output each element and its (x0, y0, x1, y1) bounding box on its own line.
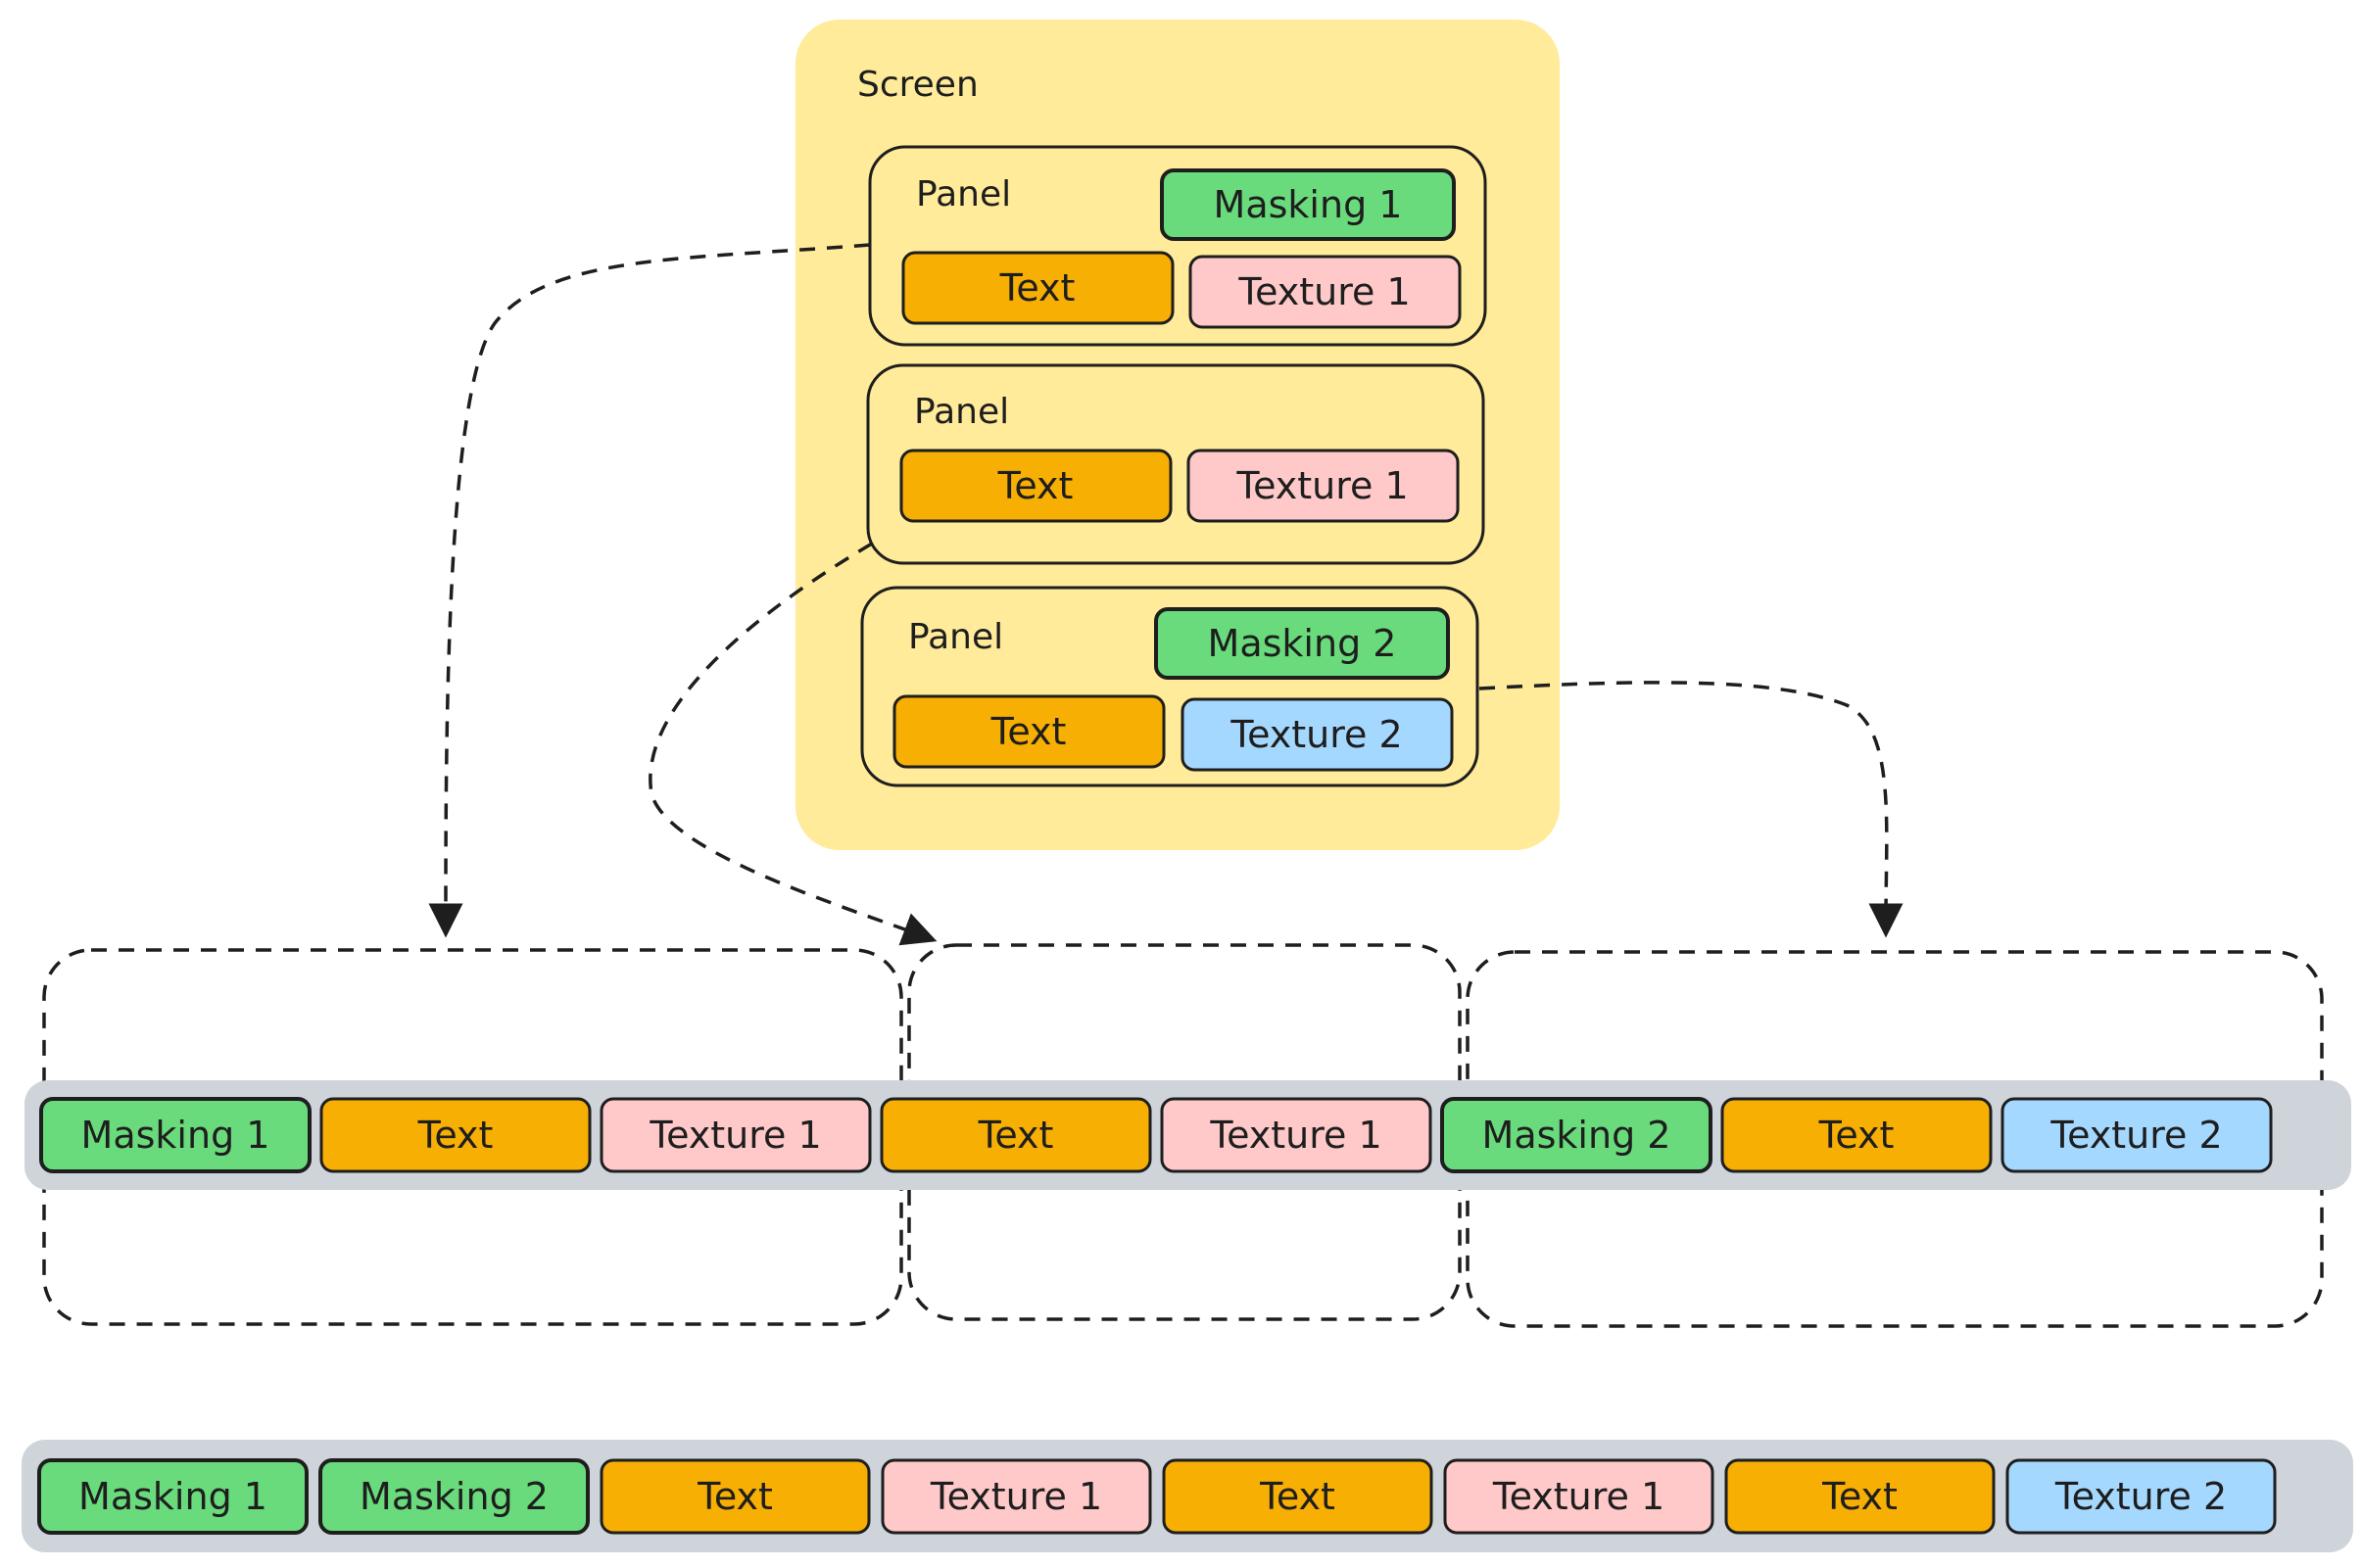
panel-2-texture: Texture 1 (1186, 449, 1460, 523)
flattened-row-item-box (2000, 1097, 2273, 1173)
sorted-row-item-box (37, 1458, 309, 1535)
panel-1-text-box (901, 251, 1175, 325)
sorted-row-item-label: Texture 1 (930, 1475, 1102, 1518)
sorted-row-item-label: Masking 1 (78, 1475, 267, 1518)
panel-3-masking-box (1154, 607, 1450, 680)
flattened-row-item-label: Texture 1 (649, 1114, 821, 1157)
arrow-panel-2-to-group (649, 542, 938, 946)
flattened-row-item-texture-2: Texture 2 (2000, 1097, 2273, 1173)
flattened-batch-row: Masking 1 Text Texture 1 Text Texture 1 Maski… (24, 1080, 2351, 1190)
sorted-row-item-box (318, 1458, 590, 1535)
panel-1-masking: Masking 1 (1160, 168, 1456, 241)
panel-1-title: Panel (916, 174, 1011, 214)
panel-1-text-label: Text (999, 266, 1076, 309)
panel-2-text-label: Text (997, 464, 1074, 507)
flattened-row-item-text: Text (319, 1097, 592, 1173)
arrow-panel-3-to-group (1478, 681, 1904, 938)
sorted-row-item-box (1724, 1458, 1996, 1535)
panel-2-frame (866, 363, 1485, 565)
panel-3-text-label: Text (990, 710, 1067, 753)
panel-3-text: Text (892, 694, 1166, 769)
flattened-row-item-box (880, 1097, 1152, 1173)
flattened-row-item-box (39, 1097, 312, 1173)
flattened-row-item-box (1160, 1097, 1432, 1173)
sorted-row-item-label: Texture 2 (2054, 1475, 2227, 1518)
panel-3-title: Panel (908, 617, 1003, 657)
flattened-row-item-label: Text (1818, 1114, 1895, 1157)
panel-1-masking-box (1160, 168, 1456, 241)
sorted-row-item-texture-1: Texture 1 (881, 1458, 1152, 1535)
screen: Screen Panel Masking 1 Text Texture 1 Pa… (795, 20, 1560, 850)
sorted-row-item-masking: Masking 2 (318, 1458, 590, 1535)
sorted-row-item-masking: Masking 1 (37, 1458, 309, 1535)
panel-2-text: Text (899, 449, 1173, 523)
panel-3-frame (860, 586, 1479, 787)
panel-3-texture-label: Texture 2 (1229, 713, 1402, 756)
panel-2-texture-label: Texture 1 (1235, 464, 1408, 507)
sorted-row-items: Masking 1 Masking 2 Text Texture 1 Text Textu… (37, 1458, 2277, 1535)
flattened-row-item-box (600, 1097, 872, 1173)
sorted-row-item-label: Text (697, 1475, 773, 1518)
flattened-row-item-label: Masking 1 (81, 1114, 270, 1157)
panel-1-texture-box (1188, 255, 1462, 329)
panel-2-text-box (899, 449, 1173, 523)
sorted-row-item-box (2005, 1458, 2277, 1535)
sorted-row-item-text: Text (1162, 1458, 1433, 1535)
sorted-row-item-label: Masking 2 (360, 1475, 549, 1518)
flattened-row-item-label: Text (417, 1114, 494, 1157)
screen-title: Screen (857, 65, 979, 105)
panel-2: Panel Text Texture 1 (866, 363, 1485, 565)
sorted-row-item-box (1443, 1458, 1714, 1535)
sorted-row-item-text: Text (1724, 1458, 1996, 1535)
panel-3-texture-box (1181, 697, 1454, 772)
flattened-row-item-text: Text (880, 1097, 1152, 1173)
flattened-row-item-box (1720, 1097, 1993, 1173)
flattened-row-item-text: Text (1720, 1097, 1993, 1173)
flattened-row-item-box (1440, 1097, 1712, 1173)
flattened-row-item-masking: Masking 2 (1440, 1097, 1712, 1173)
panel-3-masking-label: Masking 2 (1208, 622, 1397, 665)
sorted-row-item-box (1162, 1458, 1433, 1535)
panel-1-masking-label: Masking 1 (1214, 183, 1403, 226)
panel-1-text: Text (901, 251, 1175, 325)
flattened-row-item-box (319, 1097, 592, 1173)
panel-2-texture-box (1186, 449, 1460, 523)
arrow-panel-1-to-group (428, 243, 871, 938)
panel-1: Panel Masking 1 Text Texture 1 (868, 145, 1487, 347)
flattened-row-item-masking: Masking 1 (39, 1097, 312, 1173)
sorted-row-item-texture-1: Texture 1 (1443, 1458, 1714, 1535)
panel-2-title: Panel (914, 392, 1009, 432)
sorted-row-item-label: Text (1259, 1475, 1335, 1518)
panel-3-texture: Texture 2 (1181, 697, 1454, 772)
flattened-row-items: Masking 1 Text Texture 1 Text Texture 1 Maski… (39, 1097, 2273, 1173)
sorted-row-item-texture-2: Texture 2 (2005, 1458, 2277, 1535)
flattened-row-item-label: Masking 2 (1482, 1114, 1671, 1157)
panel-3: Panel Masking 2 Text Texture 2 (860, 586, 1479, 787)
sorted-row-item-label: Texture 1 (1492, 1475, 1664, 1518)
flattened-row-item-label: Text (978, 1114, 1054, 1157)
flattened-row-item-texture-1: Texture 1 (600, 1097, 872, 1173)
flattened-row-item-texture-1: Texture 1 (1160, 1097, 1432, 1173)
flattened-row-item-label: Texture 2 (2049, 1114, 2222, 1157)
panel-1-texture-label: Texture 1 (1237, 270, 1410, 313)
flattened-row-item-label: Texture 1 (1209, 1114, 1381, 1157)
sorted-row-item-box (600, 1458, 871, 1535)
sorted-row-item-box (881, 1458, 1152, 1535)
panel-3-masking: Masking 2 (1154, 607, 1450, 680)
panel-3-text-box (892, 694, 1166, 769)
connector-arrows (428, 243, 1904, 946)
sorted-row-item-label: Text (1821, 1475, 1898, 1518)
panel-1-texture: Texture 1 (1188, 255, 1462, 329)
sorted-batch-row: Masking 1 Masking 2 Text Texture 1 Text Textu… (22, 1440, 2353, 1552)
sorted-row-item-text: Text (600, 1458, 871, 1535)
